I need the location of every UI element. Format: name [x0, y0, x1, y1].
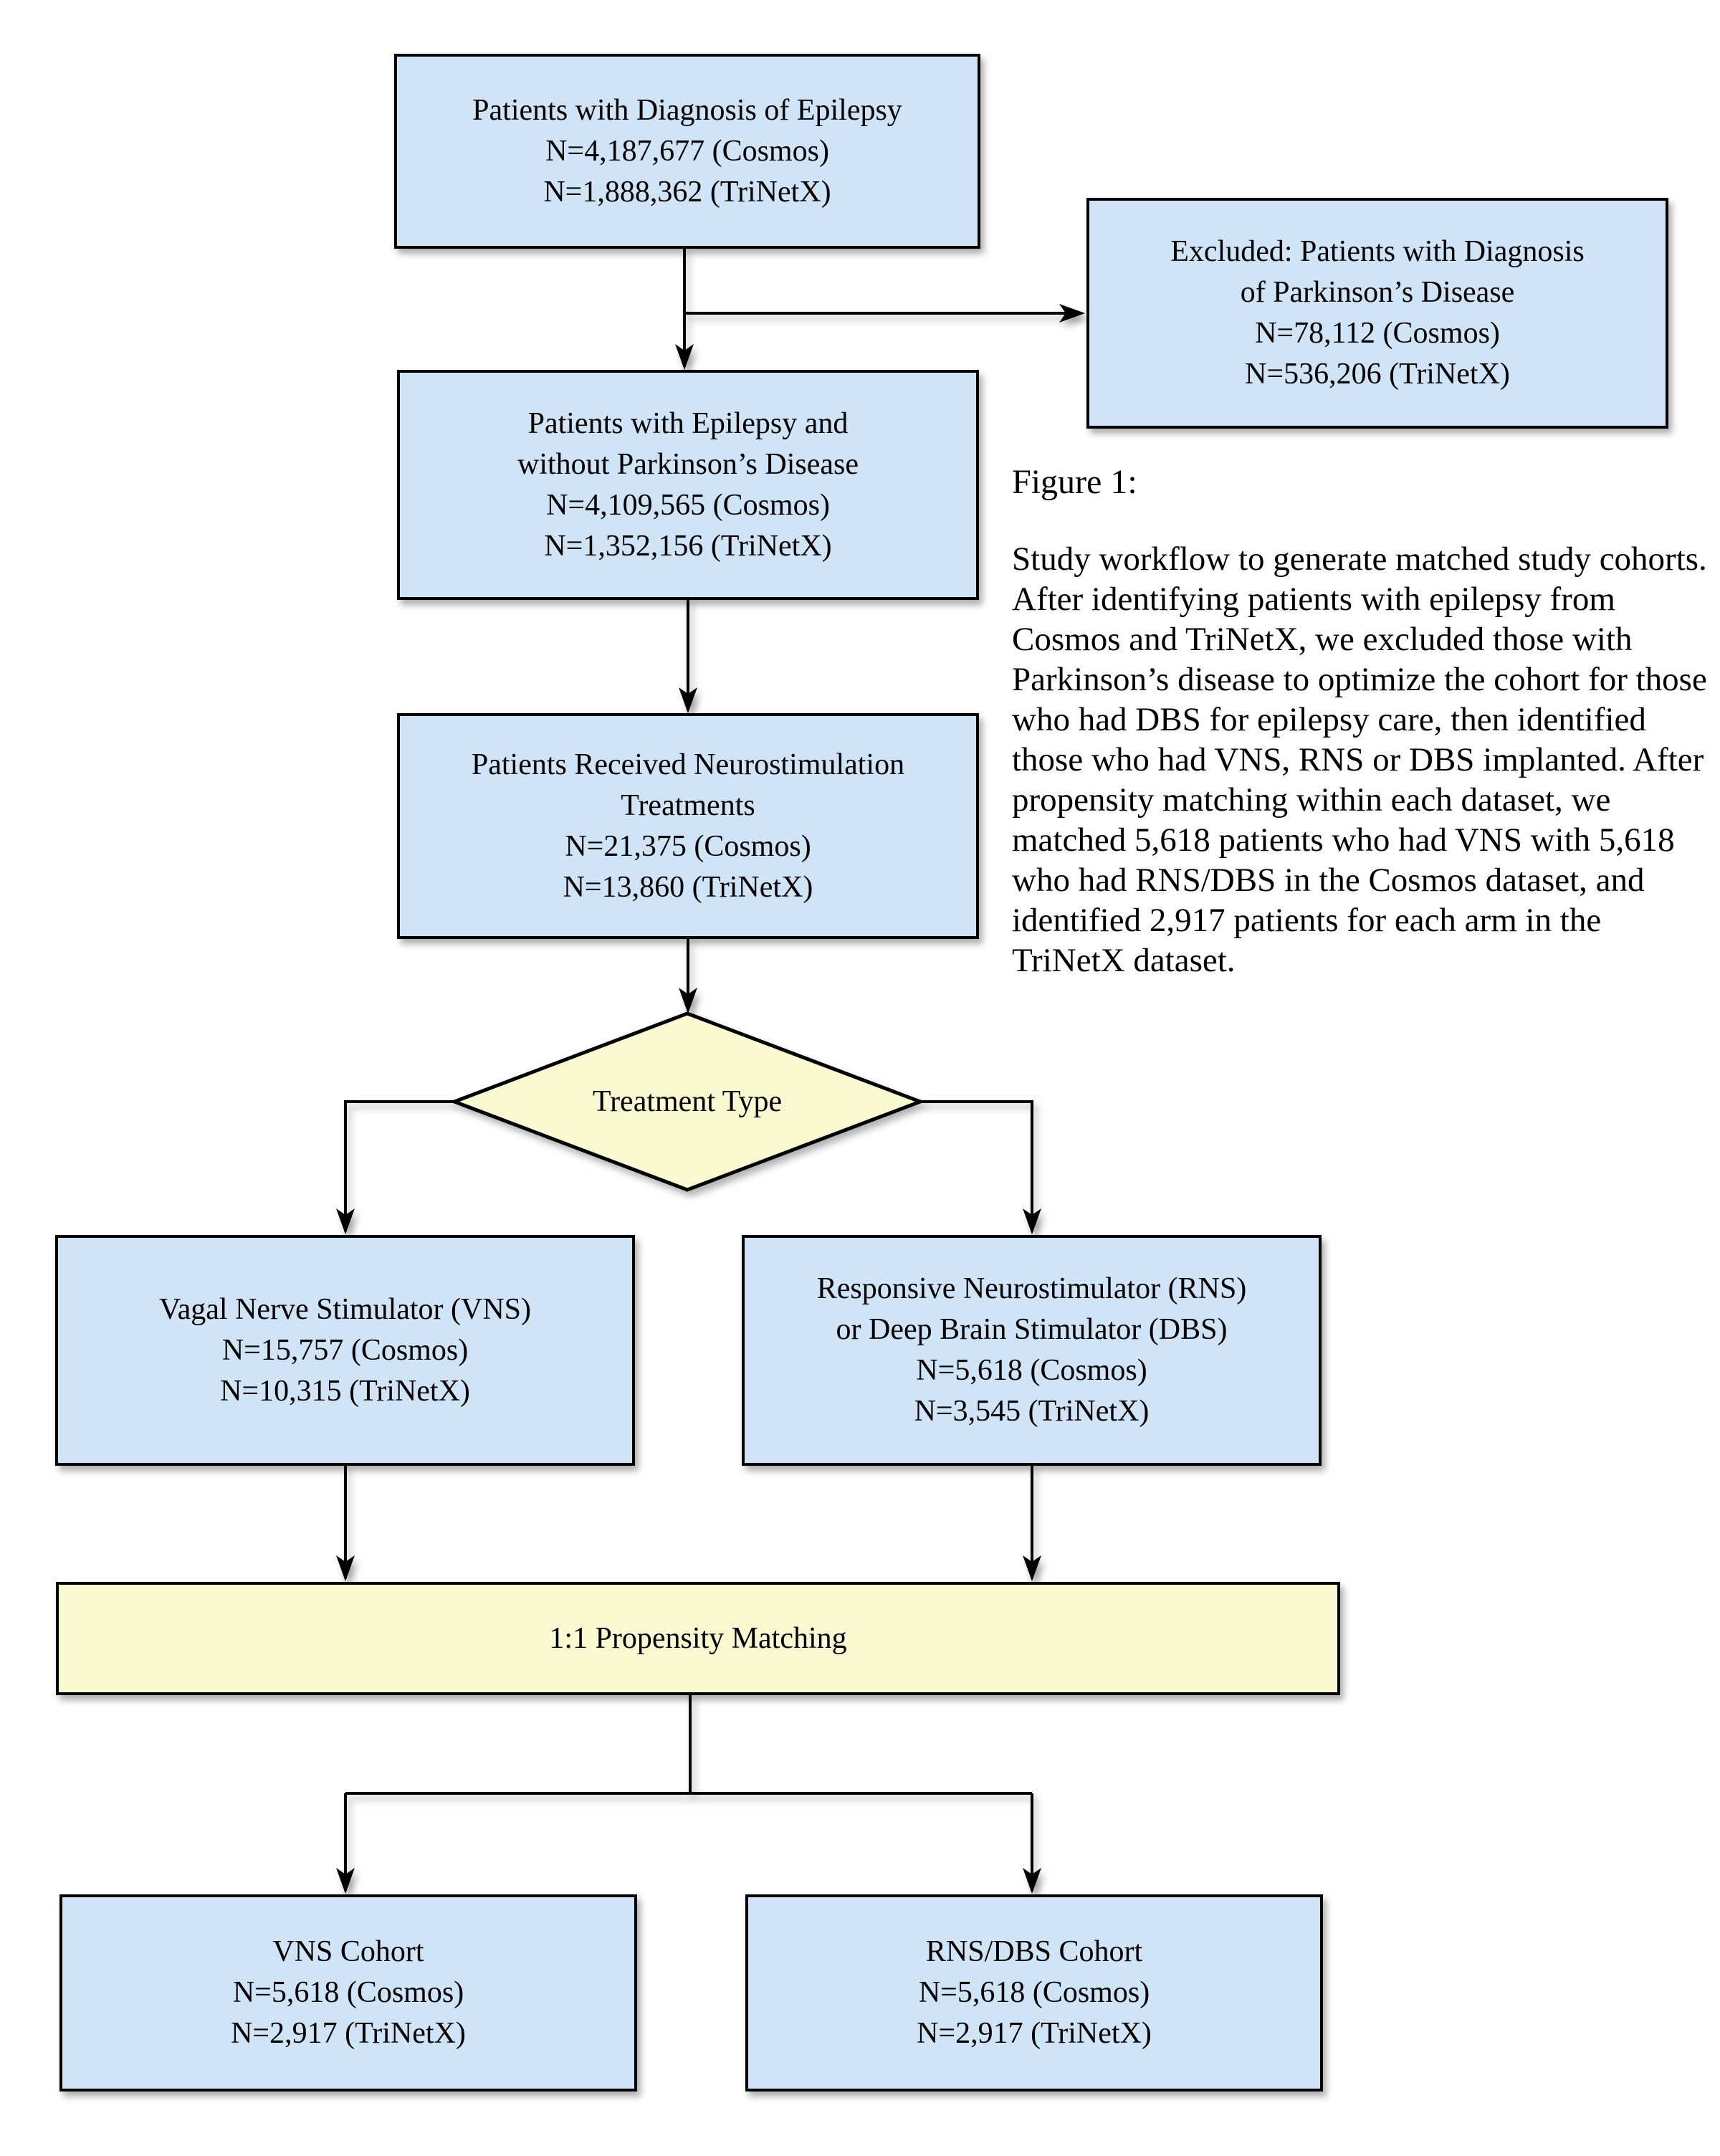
- connector-decision-to-rnsdbs: [920, 1100, 1033, 1231]
- arrowhead-into-excluded: [1059, 304, 1085, 323]
- node-count-cosmos: N=5,618 (Cosmos): [918, 1976, 1150, 2009]
- node-count-trinetx: N=10,315 (TriNetX): [220, 1374, 470, 1408]
- node-title: Vagal Nerve Stimulator (VNS): [158, 1292, 532, 1326]
- node-neurostimulation-treatments: Patients Received Neurostimulation Treat…: [397, 713, 979, 939]
- node-excluded-parkinsons: Excluded: Patients with Diagnosis of Par…: [1086, 198, 1668, 429]
- node-count-trinetx: N=3,545 (TriNetX): [914, 1395, 1150, 1428]
- node-count-trinetx: N=13,860 (TriNetX): [563, 870, 813, 904]
- arrowhead-into-vns: [336, 1208, 355, 1234]
- arrowhead-into-rnsdbs: [1023, 1208, 1041, 1234]
- figure-label: Figure 1:: [1012, 463, 1137, 501]
- arrowhead-into-matching-right: [1023, 1555, 1041, 1581]
- connector-matching-split: [344, 1695, 1033, 1891]
- node-title: Patients with Epilepsy and: [527, 406, 849, 440]
- node-count-trinetx: N=2,917 (TriNetX): [917, 2017, 1152, 2050]
- node-epilepsy-diagnosis: Patients with Diagnosis of Epilepsy N=4,…: [394, 54, 980, 249]
- node-title: Patients Received Neurostimulation: [471, 748, 905, 781]
- node-title-2: without Parkinson’s Disease: [517, 447, 859, 481]
- node-rns-dbs-cohort: RNS/DBS Cohort N=5,618 (Cosmos) N=2,917 …: [745, 1894, 1323, 2091]
- node-count-trinetx: N=536,206 (TriNetX): [1245, 358, 1510, 391]
- node-count-cosmos: N=78,112 (Cosmos): [1255, 317, 1500, 350]
- node-title-2: or Deep Brain Stimulator (DBS): [836, 1313, 1228, 1346]
- node-rns-or-dbs: Responsive Neurostimulator (RNS) or Deep…: [742, 1235, 1322, 1466]
- arrowhead-into-vns-cohort: [336, 1868, 355, 1894]
- node-count-cosmos: N=15,757 (Cosmos): [221, 1333, 469, 1367]
- node-title: Patients with Diagnosis of Epilepsy: [472, 93, 902, 127]
- node-title: VNS Cohort: [272, 1935, 424, 1968]
- node-title: Excluded: Patients with Diagnosis: [1170, 235, 1585, 268]
- node-title: Responsive Neurostimulator (RNS): [816, 1272, 1247, 1305]
- node-count-trinetx: N=2,917 (TriNetX): [231, 2017, 466, 2050]
- node-title-2: Treatments: [621, 788, 755, 822]
- treatment-type-label: Treatment Type: [592, 1085, 783, 1118]
- arrowhead-into-neurostim: [679, 687, 697, 713]
- node-count-cosmos: N=5,618 (Cosmos): [916, 1354, 1147, 1387]
- node-vns-cohort: VNS Cohort N=5,618 (Cosmos) N=2,917 (Tri…: [59, 1894, 637, 2091]
- node-count-cosmos: N=5,618 (Cosmos): [232, 1976, 464, 2009]
- node-propensity-matching: 1:1 Propensity Matching: [56, 1582, 1340, 1695]
- figure-caption: Study workflow to generate matched study…: [1012, 540, 1707, 979]
- node-title: RNS/DBS Cohort: [925, 1935, 1143, 1968]
- node-count-cosmos: N=4,109,565 (Cosmos): [546, 488, 830, 522]
- node-title: 1:1 Propensity Matching: [549, 1621, 847, 1655]
- node-vns: Vagal Nerve Stimulator (VNS) N=15,757 (C…: [55, 1235, 635, 1466]
- node-count-trinetx: N=1,352,156 (TriNetX): [544, 529, 832, 563]
- arrowhead-into-matching-left: [336, 1555, 355, 1581]
- node-count-cosmos: N=4,187,677 (Cosmos): [545, 134, 829, 168]
- arrowhead-into-rnsdbs-cohort: [1023, 1868, 1041, 1894]
- node-title-2: of Parkinson’s Disease: [1240, 276, 1515, 309]
- arrowhead-into-decision: [679, 988, 697, 1013]
- node-count-trinetx: N=1,888,362 (TriNetX): [543, 175, 831, 209]
- node-epilepsy-without-parkinsons: Patients with Epilepsy and without Parki…: [397, 370, 979, 600]
- arrowhead-into-noparkinsons: [675, 344, 694, 370]
- node-count-cosmos: N=21,375 (Cosmos): [565, 829, 811, 863]
- connector-decision-to-vns: [344, 1100, 454, 1231]
